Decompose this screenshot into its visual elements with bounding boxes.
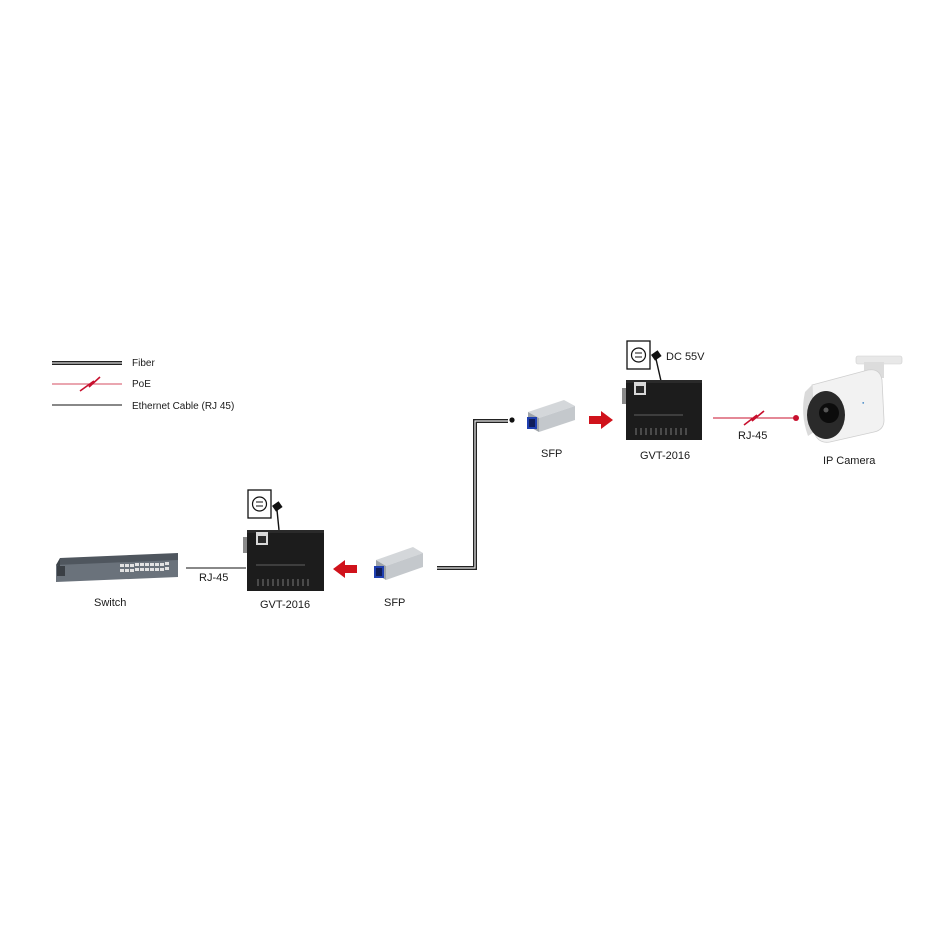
power-label: DC 55V bbox=[666, 351, 705, 363]
media-converter-b bbox=[622, 380, 702, 440]
legend-ethernet-label: Ethernet Cable (RJ 45) bbox=[132, 401, 234, 412]
power-outlet-icon-b bbox=[626, 340, 651, 370]
legend-poe-line bbox=[52, 376, 122, 392]
sfp-label-a: SFP bbox=[384, 597, 405, 609]
rj45-label-a: RJ-45 bbox=[199, 572, 228, 584]
legend: Fiber PoE Ethernet Cable (RJ 45) bbox=[52, 358, 234, 412]
power-plug-icon bbox=[272, 501, 283, 531]
converter-label-b: GVT-2016 bbox=[640, 450, 690, 462]
switch-device bbox=[56, 553, 178, 582]
ip-camera-icon: ● bbox=[803, 355, 903, 443]
sfp-module-a bbox=[374, 547, 423, 580]
converter-label-a: GVT-2016 bbox=[260, 599, 310, 611]
switch-label: Switch bbox=[94, 597, 126, 609]
legend-fiber-label: Fiber bbox=[132, 358, 155, 369]
arrow-left-icon bbox=[333, 560, 357, 578]
camera-label: IP Camera bbox=[823, 455, 876, 467]
arrow-right-icon bbox=[589, 411, 613, 429]
legend-poe-label: PoE bbox=[132, 379, 151, 390]
rj45-label-b: RJ-45 bbox=[738, 430, 767, 442]
fiber-link bbox=[437, 417, 515, 570]
svg-text:●: ● bbox=[862, 400, 865, 405]
power-outlet-icon bbox=[247, 489, 272, 519]
poe-line bbox=[713, 410, 799, 426]
sfp-module-b bbox=[527, 400, 575, 432]
sfp-label-b: SFP bbox=[541, 448, 562, 460]
media-converter-a bbox=[243, 530, 324, 591]
power-plug-icon-b bbox=[651, 350, 662, 382]
